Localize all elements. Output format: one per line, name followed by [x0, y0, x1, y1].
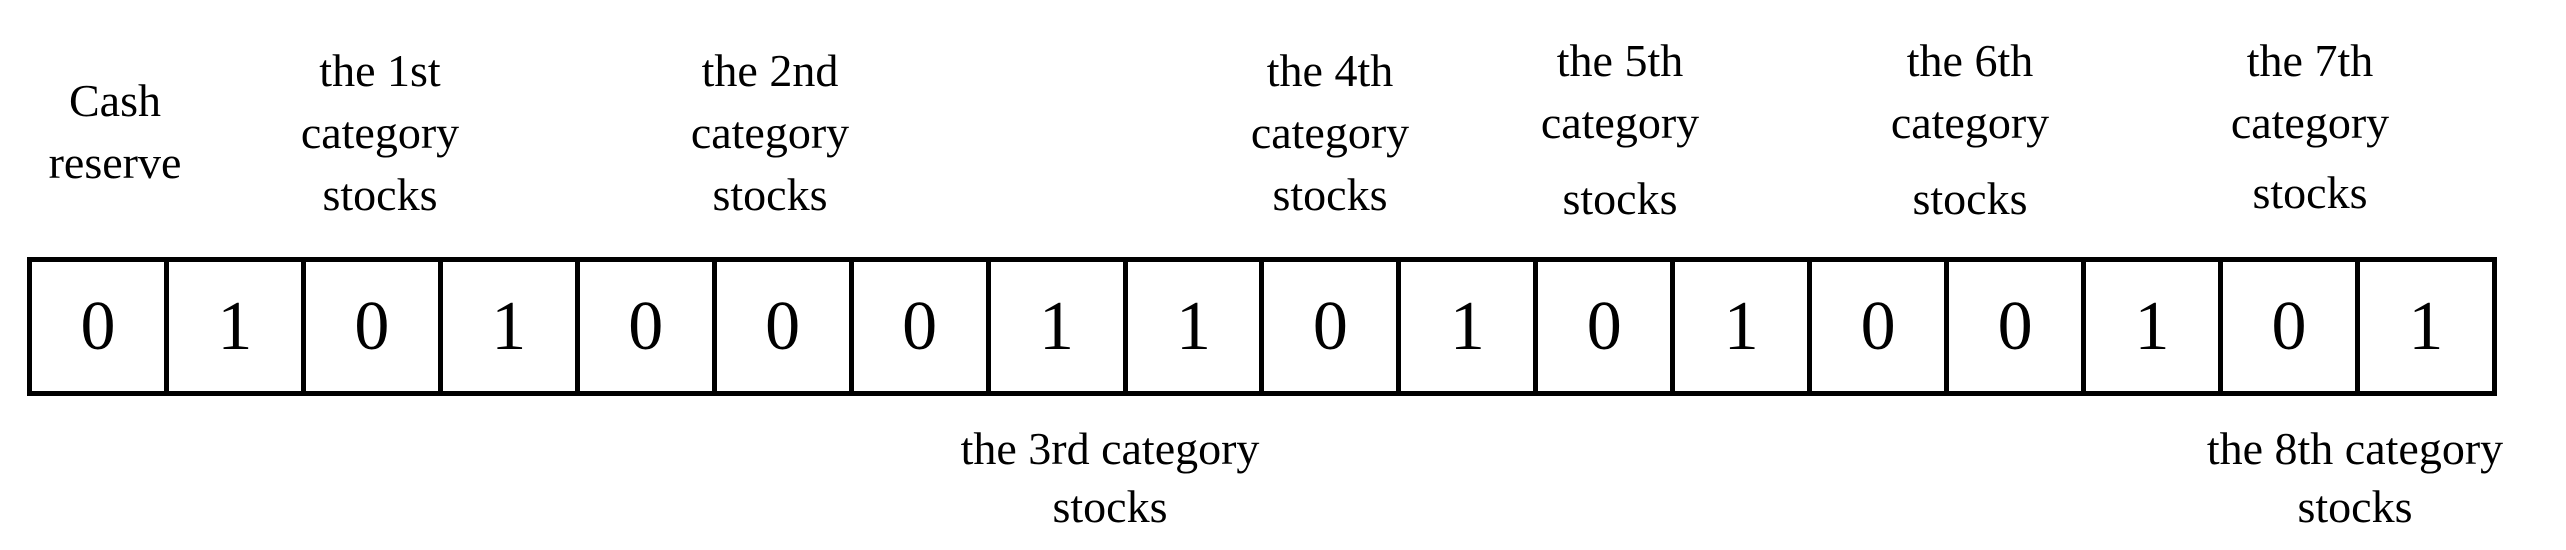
label-line: the 8th category	[2206, 423, 2504, 474]
label-cash-reserve: Cash reserve	[15, 70, 215, 194]
bit-cell: 1	[991, 262, 1128, 391]
label-category-2: the 2nd category stocks	[620, 40, 920, 226]
label-line: category	[690, 107, 850, 158]
label-line: category	[1890, 97, 2050, 148]
bit-cell: 0	[717, 262, 854, 391]
bit-cell: 1	[2086, 262, 2223, 391]
label-category-6: the 6th category stocks	[1830, 30, 2110, 230]
label-line: the 1st	[319, 45, 441, 96]
label-line: stocks	[2297, 481, 2413, 532]
label-category-5: the 5th category stocks	[1480, 30, 1760, 230]
bit-cell: 0	[1812, 262, 1950, 391]
label-line: the 5th	[1556, 35, 1684, 86]
bit-cell: 1	[2408, 287, 2444, 365]
label-line: stocks	[1052, 481, 1168, 532]
bit-cell: 1	[443, 262, 580, 391]
bit-cell: 0	[2223, 262, 2360, 391]
bit-cell: 0	[1264, 262, 1402, 391]
label-category-3: the 3rd category stocks	[880, 420, 1340, 536]
label-line: stocks	[322, 169, 438, 220]
label-line: stocks	[1562, 173, 1678, 224]
label-line: category	[1250, 107, 1410, 158]
bit-cell: 0	[1949, 262, 2087, 391]
label-line: stocks	[2252, 167, 2368, 218]
bit-cell: 1	[1128, 262, 1265, 391]
label-line: category	[300, 107, 460, 158]
bit-cell: 0	[32, 262, 169, 391]
label-line: category	[1540, 97, 1700, 148]
label-category-7: the 7th category stocks	[2160, 30, 2460, 224]
label-line: reserve	[48, 137, 182, 188]
bit-cell: 0	[1538, 262, 1676, 391]
label-line: the 2nd	[701, 45, 839, 96]
label-line: the 6th	[1906, 35, 2034, 86]
label-category-8: the 8th category stocks	[2150, 420, 2560, 536]
label-line: Cash	[69, 75, 161, 126]
label-line: stocks	[1272, 169, 1388, 220]
bit-cell: 1	[169, 262, 306, 391]
bit-cell: 0	[580, 262, 717, 391]
label-line: category	[2230, 97, 2390, 148]
bit-cell: 1	[1401, 262, 1539, 391]
label-line: stocks	[712, 169, 828, 220]
bit-cell: 0	[854, 262, 991, 391]
label-line: the 7th	[2246, 35, 2374, 86]
bit-register: 0 1 0 1 0 0 0 1 1 0 1 0 1 0 0 1 0 1	[27, 257, 2497, 396]
label-line: the 4th	[1266, 45, 1394, 96]
label-category-4: the 4th category stocks	[1180, 40, 1480, 226]
label-line: the 3rd category	[960, 423, 1260, 474]
bit-cell: 0	[306, 262, 443, 391]
label-line: stocks	[1912, 173, 2028, 224]
bit-cell: 1	[1675, 262, 1813, 391]
label-category-1: the 1st category stocks	[240, 40, 520, 226]
